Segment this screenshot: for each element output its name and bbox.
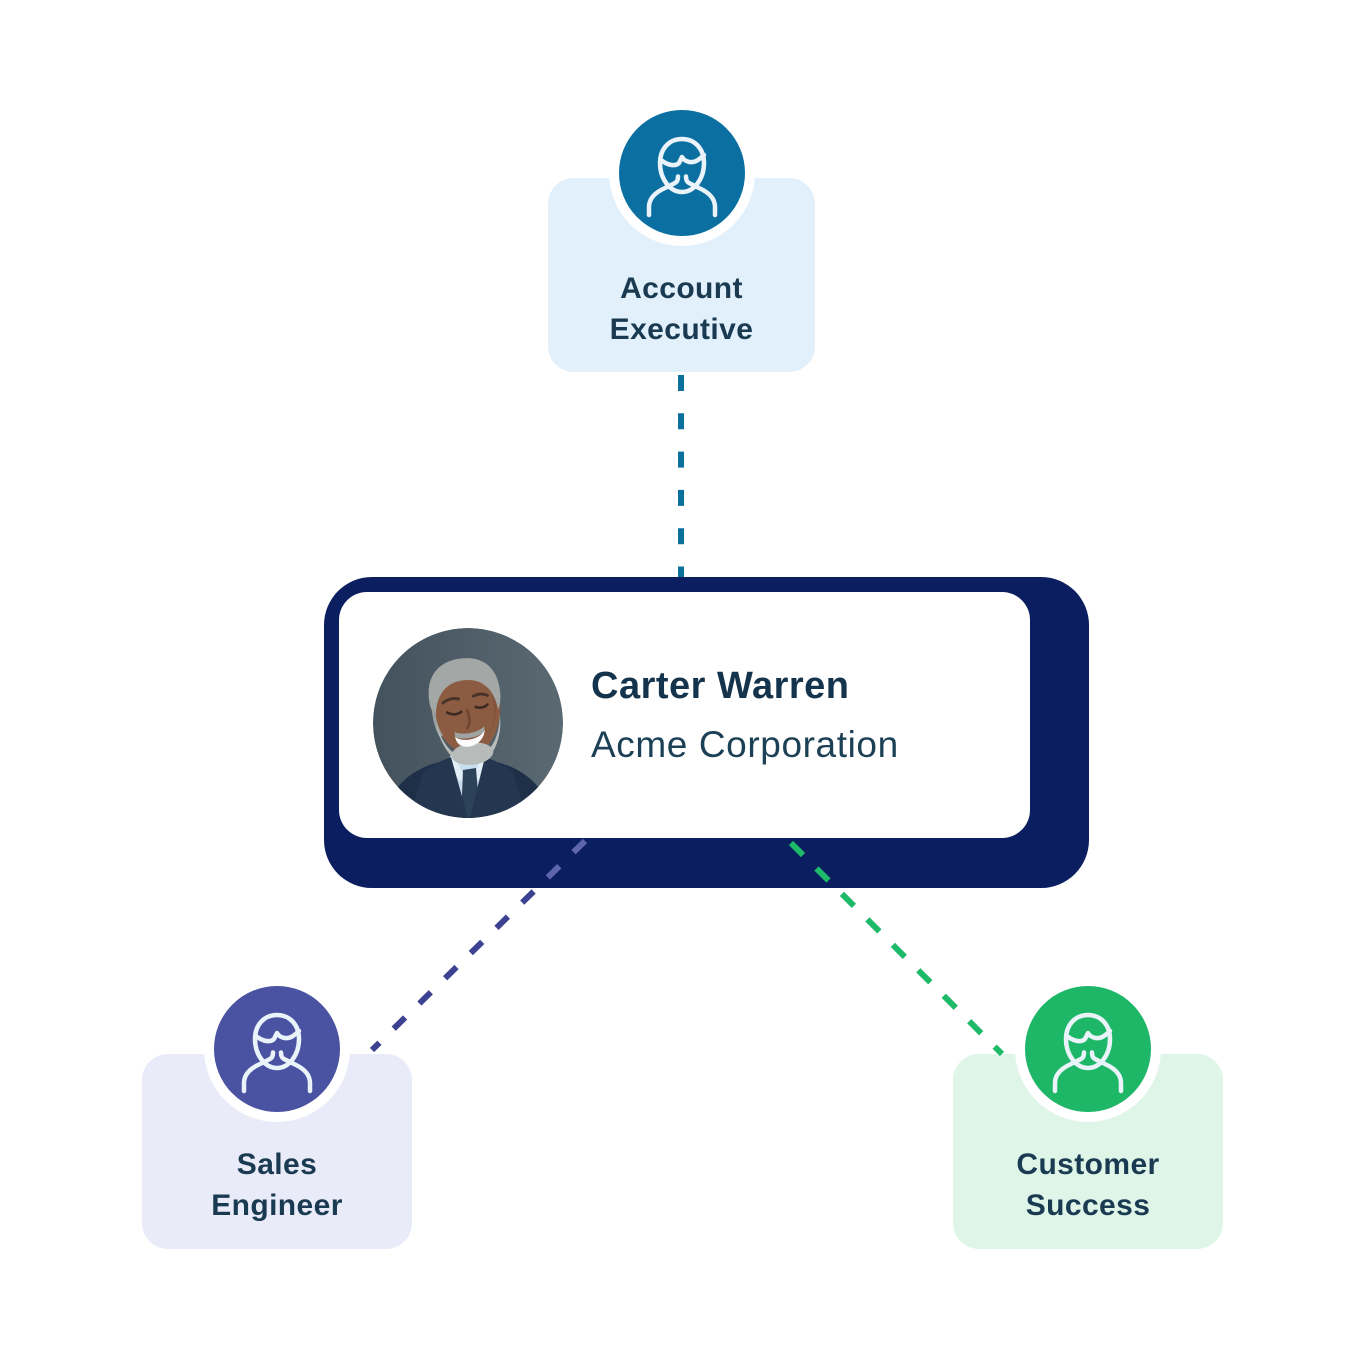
person-icon — [608, 100, 755, 246]
customer-name: Carter Warren — [591, 664, 850, 707]
customer-photo — [373, 628, 563, 818]
role-label-line1: Customer — [1016, 1148, 1160, 1181]
role-label-line2: Engineer — [211, 1189, 343, 1222]
customer-card-inner: Carter Warren Acme Corporation — [339, 592, 1030, 838]
customer-card: Carter Warren Acme Corporation — [324, 577, 1089, 888]
role-label-line1: Sales — [236, 1148, 318, 1181]
role-label-line2: Executive — [609, 313, 754, 346]
role-card-account-executive: Account Executive — [548, 100, 815, 372]
person-icon — [1015, 976, 1161, 1122]
role-label-line1: Account — [620, 272, 743, 305]
role-card-customer-success: Customer Success — [953, 976, 1223, 1255]
role-label-line2: Success — [1025, 1189, 1151, 1222]
customer-text-block: Carter Warren Acme Corporation — [591, 665, 899, 766]
role-card-sales-engineer: Sales Engineer — [142, 976, 412, 1255]
person-icon — [204, 976, 350, 1122]
customer-company: Acme Corporation — [591, 723, 899, 765]
